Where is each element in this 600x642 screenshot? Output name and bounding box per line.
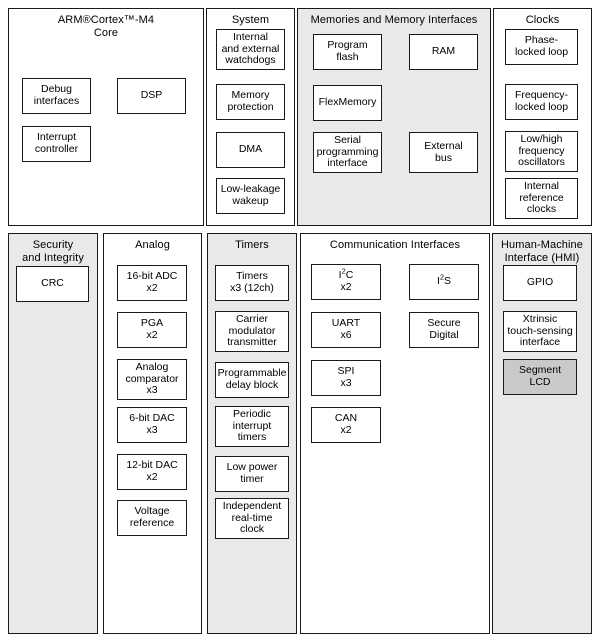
- block-label-flexmemory: FlexMemory: [318, 96, 377, 109]
- panel-title-clocks: Clocks: [525, 14, 560, 26]
- block-frequency-locked-loop: Frequency-locked loop: [505, 84, 578, 120]
- block-label-crc: CRC: [41, 277, 64, 290]
- block-crc: CRC: [16, 266, 89, 302]
- block-dma: DMA: [216, 132, 285, 168]
- block-label-dma: DMA: [238, 143, 263, 156]
- block-i2s: I2S: [409, 264, 479, 300]
- block-dsp: DSP: [117, 78, 186, 114]
- block-label-i2s: I2S: [436, 272, 452, 288]
- block-label-frequency-locked-loop: Frequency-locked loop: [514, 89, 569, 113]
- block-label-phase-locked-loop: Phase-locked loop: [514, 34, 569, 58]
- block-ram: RAM: [409, 34, 478, 70]
- block-phase-locked-loop: Phase-locked loop: [505, 29, 578, 65]
- panel-title-system: System: [231, 14, 270, 26]
- panel-title-timers: Timers: [235, 239, 269, 251]
- block-label-ram: RAM: [431, 45, 456, 58]
- panel-title-analog: Analog: [135, 239, 170, 251]
- panel-title-memories-and-memory-interfaces: Memories and Memory Interfaces: [310, 14, 478, 26]
- panel-title-communication-interfaces: Communication Interfaces: [329, 239, 461, 251]
- block-label-gpio: GPIO: [526, 276, 554, 289]
- block-gpio: GPIO: [503, 265, 577, 301]
- block-flexmemory: FlexMemory: [313, 85, 382, 121]
- block-label-dsp: DSP: [140, 89, 163, 102]
